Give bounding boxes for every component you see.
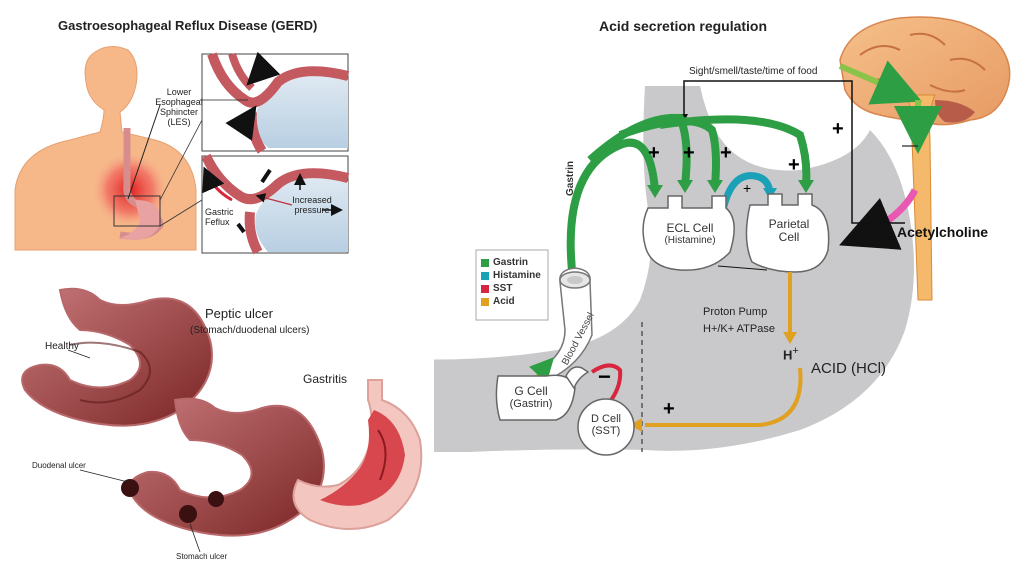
legend-label: SST: [493, 283, 513, 294]
acid-title: Acid secretion regulation: [599, 18, 768, 34]
healthy-stomach-illustration: [21, 287, 213, 427]
legend-item: Acid: [481, 295, 541, 308]
acetylcholine-arrow: [839, 188, 919, 250]
h-plus-label: H+: [783, 345, 799, 363]
gastrin-vessel-label: Gastrin: [565, 160, 576, 196]
legend-item: Gastrin: [481, 256, 541, 269]
legend-swatch: [481, 271, 489, 280]
g-cell-label: G Cell (Gastrin): [509, 384, 553, 411]
human-torso-illustration: [14, 46, 203, 251]
plus-sign: +: [788, 154, 800, 176]
plus-sign: +: [743, 180, 752, 196]
duodenal-ulcer-label: Duodenal ulcer: [32, 461, 86, 470]
ecl-cell-label: ECL Cell (Histamine): [664, 221, 716, 247]
legend-item: SST: [481, 282, 541, 295]
plus-sign: +: [683, 142, 695, 164]
legend-item: Histamine: [481, 269, 541, 282]
legend-label: Histamine: [493, 270, 541, 281]
acid-hcl-label: ACID (HCl): [811, 360, 886, 377]
brain-illustration: [838, 16, 1011, 301]
legend-label: Gastrin: [493, 257, 529, 268]
plus-sign: +: [832, 118, 844, 140]
g-cell-shape: [495, 374, 576, 421]
healthy-label: Healthy: [45, 341, 79, 352]
reflux-inset: [201, 153, 350, 255]
histamine-to-parietal-line: [717, 265, 768, 271]
plus-sign: +: [663, 398, 675, 420]
ulcer-stomach-illustration: [79, 397, 325, 553]
proton-pump-label: Proton Pump H+/K+ ATPase: [703, 306, 775, 335]
plus-sign: +: [648, 142, 660, 164]
legend-label: Acid: [493, 296, 515, 307]
ecl-cell-shape: [642, 195, 735, 271]
sst-arrow: [590, 363, 623, 412]
acetylcholine-label: Acetylcholine: [897, 224, 989, 240]
peptic-ulcer-title: Peptic ulcer: [205, 306, 273, 321]
legend-swatch: [481, 258, 489, 267]
histamine-arrow: [718, 172, 774, 216]
gerd-title: Gastroesophageal Reflux Disease (GERD): [58, 18, 318, 33]
legend-swatch: [481, 284, 489, 293]
increased-pressure-label: Increased pressure: [292, 195, 332, 215]
peptic-ulcer-subtitle: (Stomach/duodenal ulcers): [190, 325, 310, 336]
parietal-cell-label: Parietal Cell: [768, 217, 810, 245]
acetylcholine-feedback-line: [683, 80, 905, 224]
d-cell-shape: [577, 398, 635, 456]
d-cell-label: D Cell (SST): [591, 413, 621, 438]
minus-sign: −: [598, 364, 611, 389]
les-label: Lower Esophageal Sphincter (LES): [155, 87, 203, 127]
les-inset: [200, 51, 350, 154]
gastritis-label: Gastritis: [303, 372, 348, 386]
food-trigger-label: Sight/smell/taste/time of food: [689, 66, 818, 77]
acid-to-dcell-arrow: [645, 367, 803, 427]
gastritis-stomach-illustration: [292, 379, 423, 530]
stomach-ulcer-label: Stomach ulcer: [176, 552, 228, 561]
legend-swatch: [481, 297, 489, 306]
gastric-reflux-label: Gastric Feflux: [205, 207, 234, 227]
gastrin-arrows: [566, 113, 811, 281]
parietal-cell-shape: [745, 193, 830, 273]
plus-sign: +: [720, 142, 732, 164]
